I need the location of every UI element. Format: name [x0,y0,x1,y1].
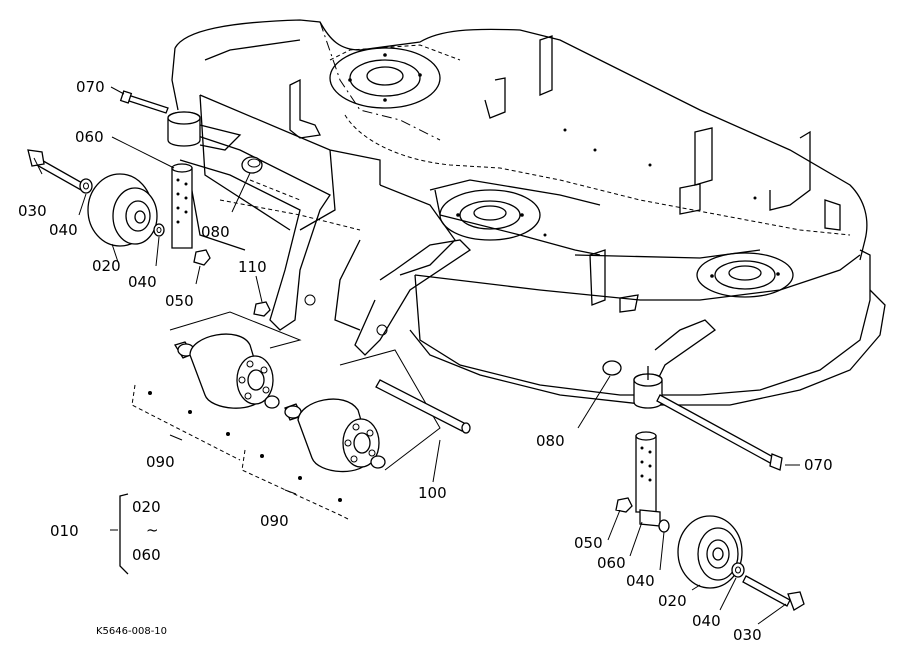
cap-080-left [241,156,263,174]
roller-assembly-a [131,311,302,461]
nut-050-right [615,497,633,513]
nut-050-left [193,249,211,266]
label-010-to: 060 [132,546,161,564]
label-080-left: 080 [201,223,230,241]
label-090-a: 090 [146,453,175,471]
nut-110 [253,301,271,317]
spindle-center [439,189,541,241]
label-050-right: 050 [574,534,603,552]
label-040-right-b: 040 [692,612,721,630]
height-pin-left [171,167,193,249]
label-030-right: 030 [733,626,762,644]
mower-deck [171,19,886,406]
bolt-030-right [742,575,791,607]
label-060-right: 060 [597,554,626,572]
gauge-wheel-left [87,173,158,247]
spindle-right [696,252,794,298]
washer-040-right-a [658,519,670,533]
label-080-right: 080 [536,432,565,450]
roller-assembly-b [241,349,441,521]
label-050-left: 050 [165,292,194,310]
height-pin-right [635,435,657,513]
label-010-tilde: ~ [146,521,159,539]
label-010: 010 [50,522,79,540]
label-010-from: 020 [132,498,161,516]
gauge-wheel-assembly-left [27,90,271,317]
document-code: K5646-008-10 [96,626,167,637]
label-100: 100 [418,484,447,502]
washer-040-left-b [153,223,165,237]
label-040-left-a: 040 [49,221,78,239]
label-070-right: 070 [804,456,833,474]
callout-labels: 070 060 030 040 080 020 040 050 110 090 … [18,78,833,644]
label-020-left: 020 [92,257,121,275]
label-040-right-a: 040 [626,572,655,590]
cap-080-right [602,360,622,376]
label-110: 110 [238,258,267,276]
label-020-right: 020 [658,592,687,610]
spindle-left [329,47,441,109]
label-070-top: 070 [76,78,105,96]
axle-100 [375,379,467,432]
leader-lines [33,86,800,625]
label-060-top: 060 [75,128,104,146]
gauge-wheel-right [677,515,743,589]
label-090-b: 090 [260,512,289,530]
label-030-left: 030 [18,202,47,220]
washer-040-right-b [731,562,745,578]
washer-040-left-a [79,178,93,194]
bolt-070-top [125,94,169,114]
label-040-left-b: 040 [128,273,157,291]
gauge-wheel-assembly-right [602,360,805,611]
